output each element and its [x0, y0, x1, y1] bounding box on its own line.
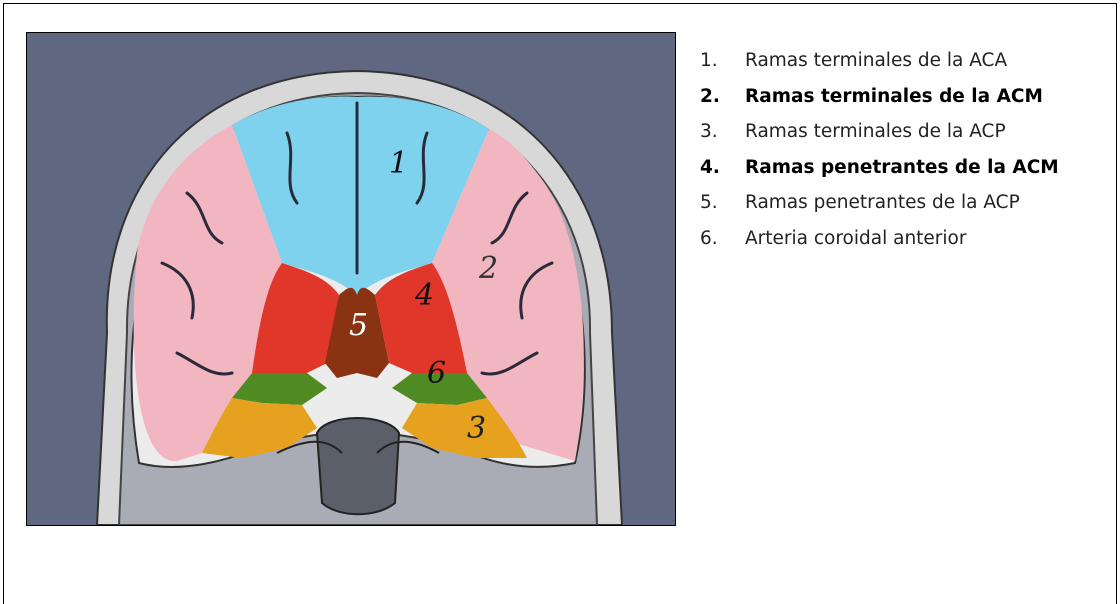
- legend-item: 3.Ramas terminales de la ACP: [700, 121, 1059, 157]
- region-label-3: 3: [467, 411, 486, 446]
- brain-territory-map: 1 2 3 4 5 6: [27, 33, 675, 525]
- region-label-6: 6: [427, 356, 446, 391]
- arterial-territory-legend: 1.Ramas terminales de la ACA 2.Ramas ter…: [700, 50, 1059, 263]
- legend-item: 6.Arteria coroidal anterior: [700, 228, 1059, 264]
- region-label-4: 4: [414, 278, 434, 313]
- legend-item: 1.Ramas terminales de la ACA: [700, 50, 1059, 86]
- region-label-1: 1: [389, 146, 408, 181]
- region-label-2: 2: [478, 251, 498, 286]
- legend-item: 4.Ramas penetrantes de la ACM: [700, 157, 1059, 193]
- legend-item: 5.Ramas penetrantes de la ACP: [700, 192, 1059, 228]
- brain-coronal-figure: 1 2 3 4 5 6: [26, 32, 676, 526]
- legend-item: 2.Ramas terminales de la ACM: [700, 86, 1059, 122]
- region-label-5: 5: [349, 308, 368, 343]
